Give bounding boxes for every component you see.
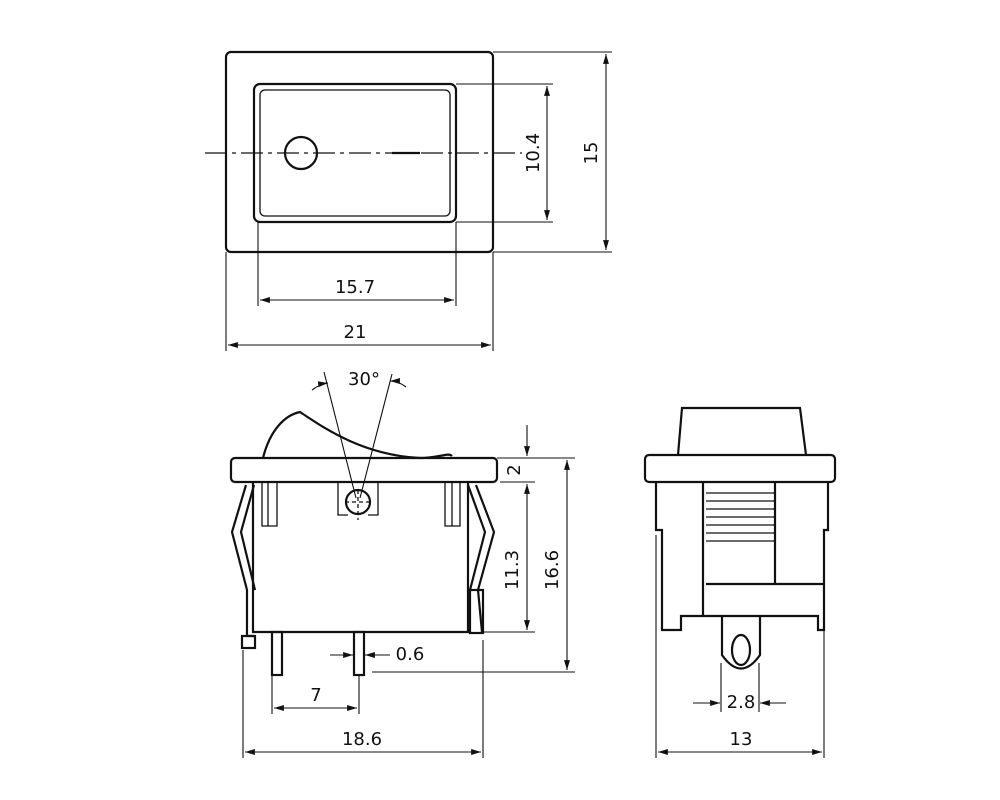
dim-end-width: 13: [730, 729, 753, 750]
pin: [352, 630, 366, 677]
body: [251, 482, 470, 634]
off-symbol-icon: [283, 135, 319, 171]
dim-width: 18.6: [342, 729, 382, 750]
end-view: 2.8 13: [643, 406, 837, 758]
dim-body-height: 11.3: [502, 550, 523, 590]
side-view: 30° 2 11.3 16.6 0.6 7 18.6: [229, 369, 575, 758]
flange: [643, 453, 837, 484]
rocker-cap: [676, 406, 808, 456]
dim-angle: 30°: [348, 369, 380, 390]
dim-outer-width: 21: [344, 322, 367, 343]
dim-total-height: 16.6: [542, 550, 563, 590]
dim-inner-width: 15.7: [335, 277, 375, 298]
top-view: 10.4 15 15.7 21: [205, 50, 612, 351]
rocker: [261, 410, 453, 460]
tab: [720, 616, 762, 670]
dim-pin-width: 0.6: [396, 644, 425, 665]
dim-pin-pitch: 7: [310, 685, 321, 706]
outer-frame: [224, 50, 495, 254]
body: [654, 482, 830, 632]
flange: [229, 456, 499, 484]
pin: [270, 630, 284, 677]
dim-flange: 2: [504, 464, 525, 475]
dim-inner-height: 10.4: [523, 133, 544, 173]
dim-outer-height: 15: [581, 142, 602, 165]
dim-tab-width: 2.8: [727, 692, 756, 713]
